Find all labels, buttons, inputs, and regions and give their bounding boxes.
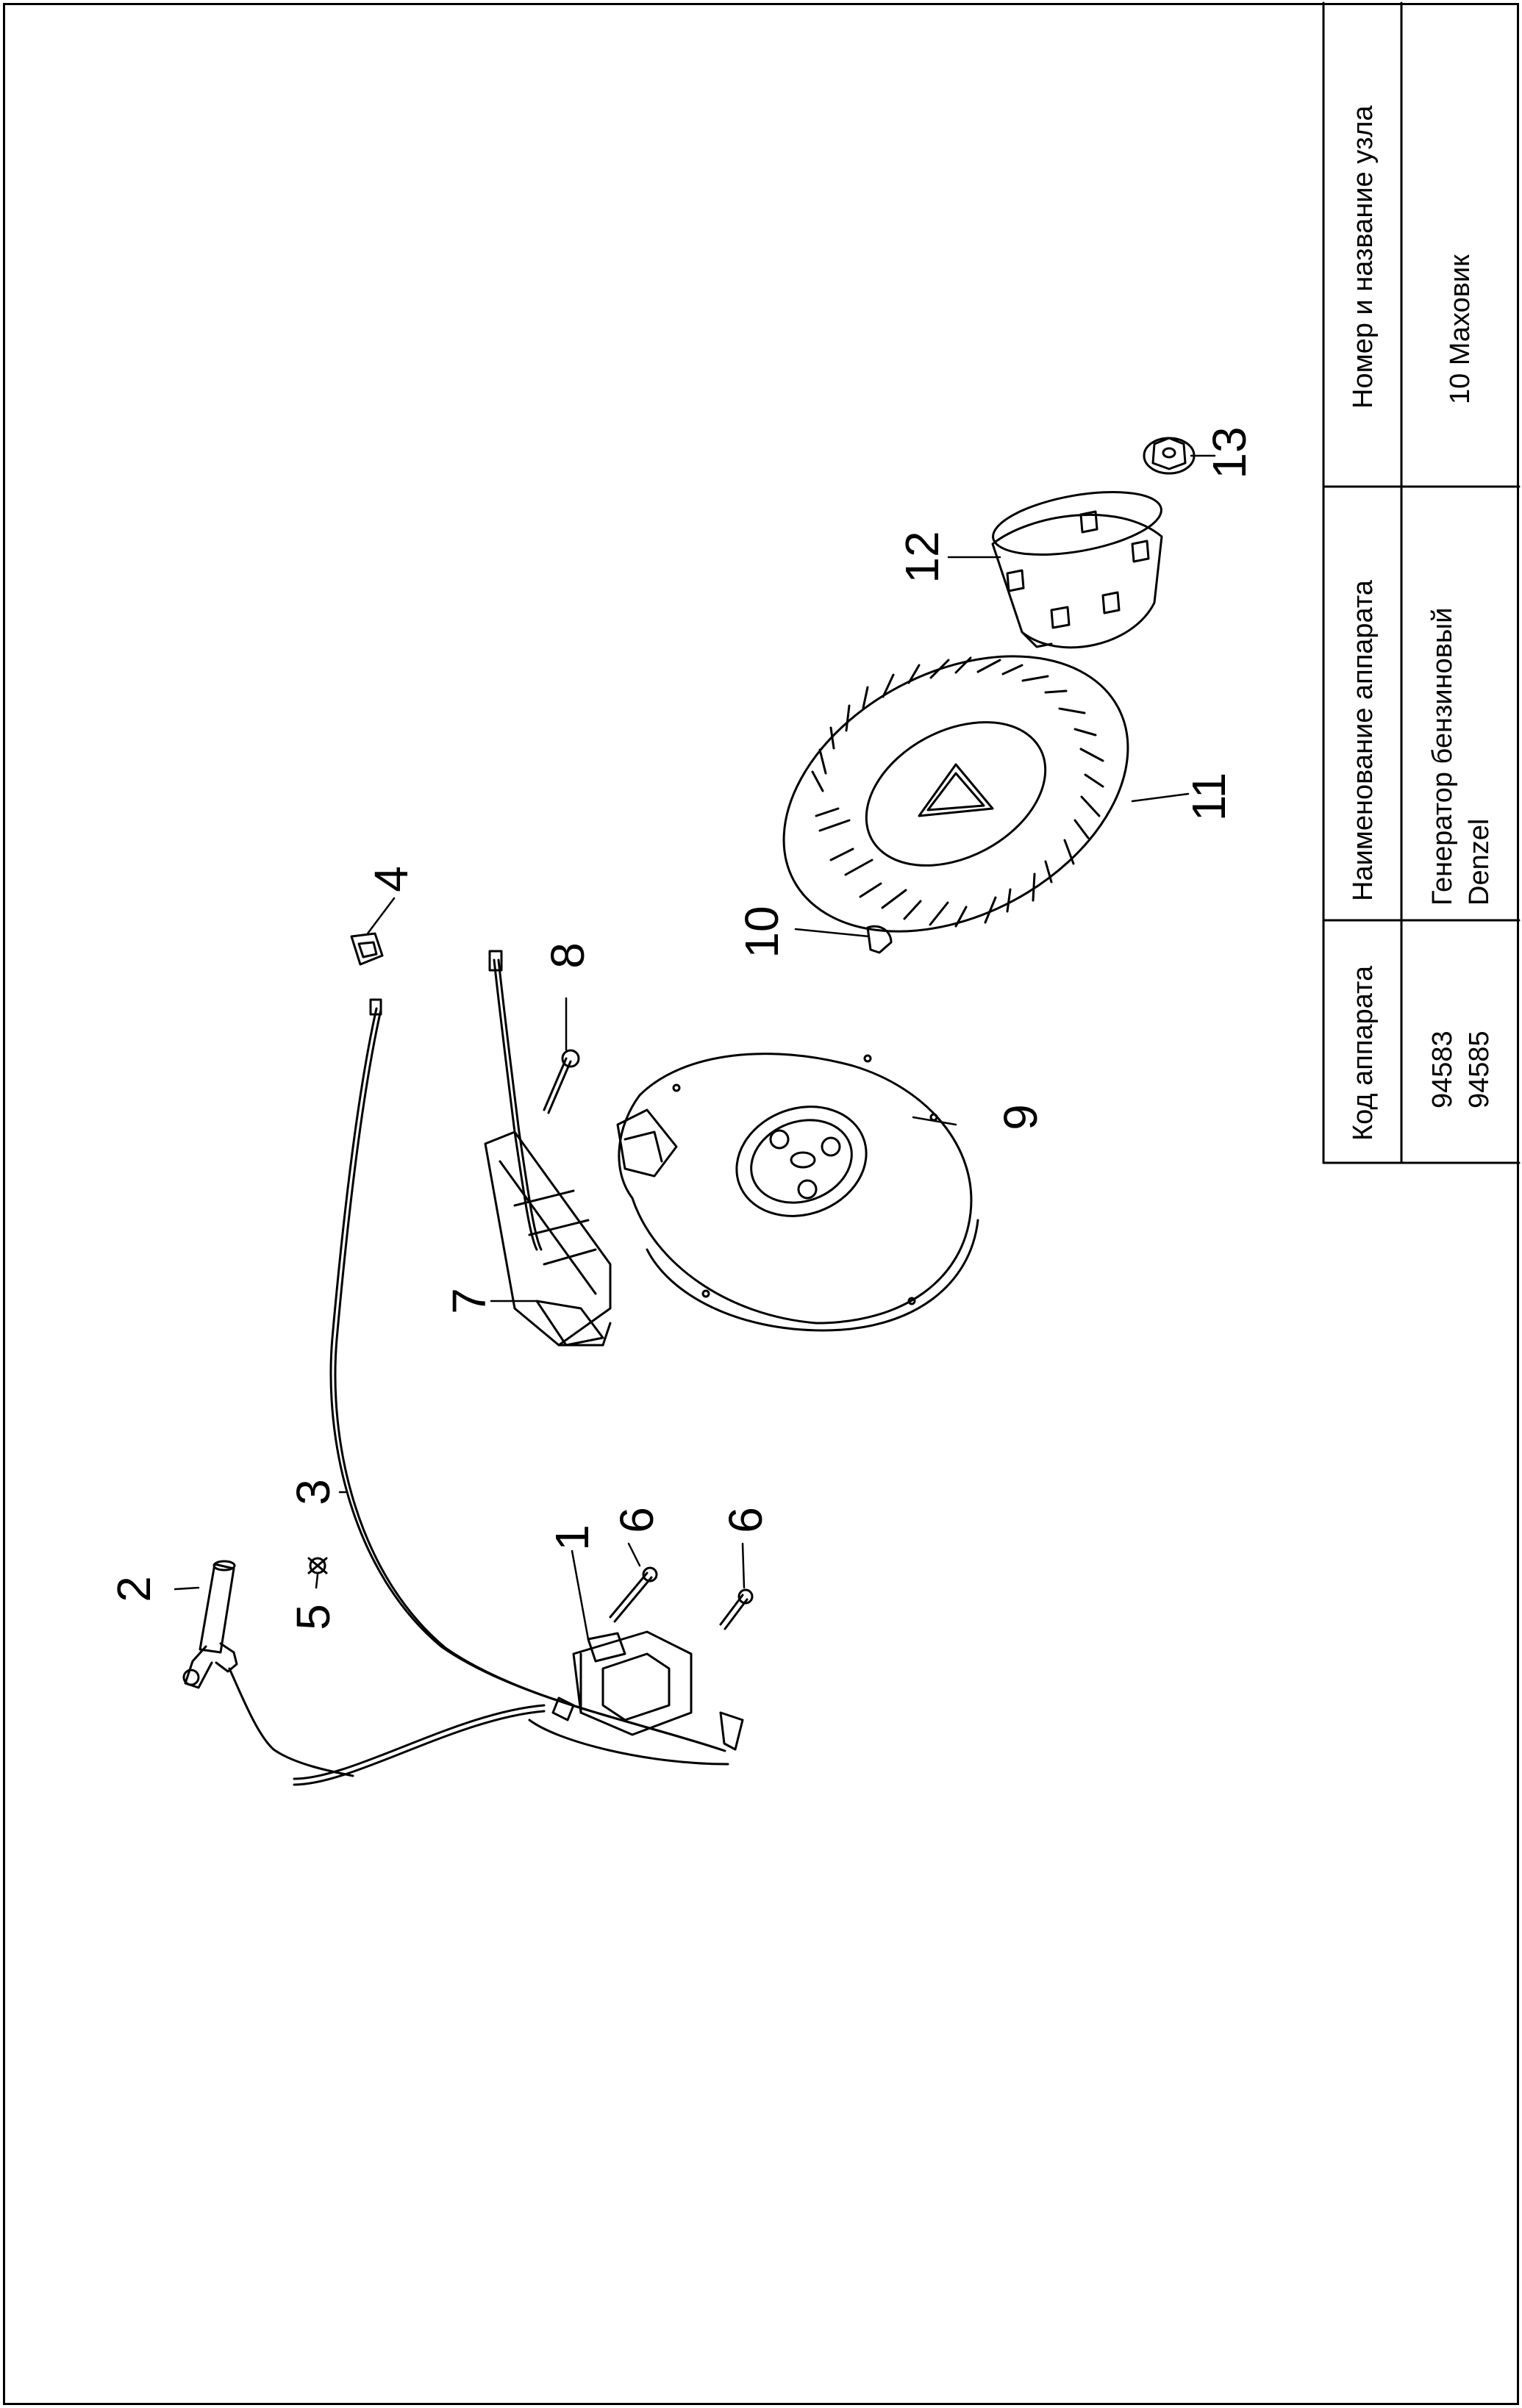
callout-8: 8 bbox=[541, 942, 594, 969]
device-name-line-2: Denzel bbox=[1464, 818, 1495, 906]
page-frame bbox=[3, 3, 1519, 2405]
callout-12: 12 bbox=[896, 531, 948, 583]
flange-nut-icon bbox=[1143, 437, 1196, 475]
clip-icon bbox=[307, 1557, 328, 1574]
code-value-1: 94583 bbox=[1427, 1031, 1458, 1108]
header-code: Код аппарата bbox=[1348, 965, 1379, 1141]
header-assembly: Номер и название узла bbox=[1348, 105, 1379, 409]
ignition-coil-icon bbox=[293, 1630, 744, 1786]
parts-table-grid bbox=[1322, 1, 1521, 1164]
callout-7: 7 bbox=[443, 1288, 496, 1314]
starter-cup-icon bbox=[991, 491, 1163, 649]
callout-3: 3 bbox=[287, 1479, 340, 1505]
callout-4: 4 bbox=[365, 866, 418, 892]
spark-plug-cap-icon bbox=[182, 1560, 354, 1777]
flywheel-fan-icon bbox=[782, 655, 1129, 933]
charging-coil-icon bbox=[484, 1130, 612, 1347]
callout-2: 2 bbox=[107, 1576, 160, 1602]
bolt-icon bbox=[609, 1566, 658, 1623]
key-icon bbox=[866, 925, 893, 954]
callout-13: 13 bbox=[1203, 426, 1256, 479]
callout-numbers: 1 2 3 4 5 6 6 7 8 9 10 11 12 13 bbox=[107, 426, 1256, 1630]
callout-11: 11 bbox=[1182, 773, 1235, 821]
bolt-icon bbox=[719, 1588, 754, 1630]
charge-wire-icon bbox=[488, 950, 580, 1251]
assembly-value: 10 Маховик bbox=[1445, 254, 1476, 404]
rotor-icon bbox=[616, 1053, 979, 1332]
callout-10: 10 bbox=[735, 906, 788, 958]
header-device-name: Наименование аппарата bbox=[1348, 580, 1379, 901]
callout-6: 6 bbox=[610, 1507, 663, 1533]
leader-lines bbox=[174, 454, 1216, 1641]
ignition-wire-icon bbox=[329, 998, 726, 1752]
clamp-nut-icon bbox=[350, 932, 384, 966]
code-value-2: 94585 bbox=[1464, 1031, 1495, 1108]
callout-5: 5 bbox=[287, 1604, 340, 1630]
callout-9: 9 bbox=[994, 1104, 1047, 1130]
callout-6: 6 bbox=[719, 1507, 772, 1533]
callout-1: 1 bbox=[546, 1524, 599, 1551]
device-name-line-1: Генератор бензиновый bbox=[1427, 607, 1458, 906]
